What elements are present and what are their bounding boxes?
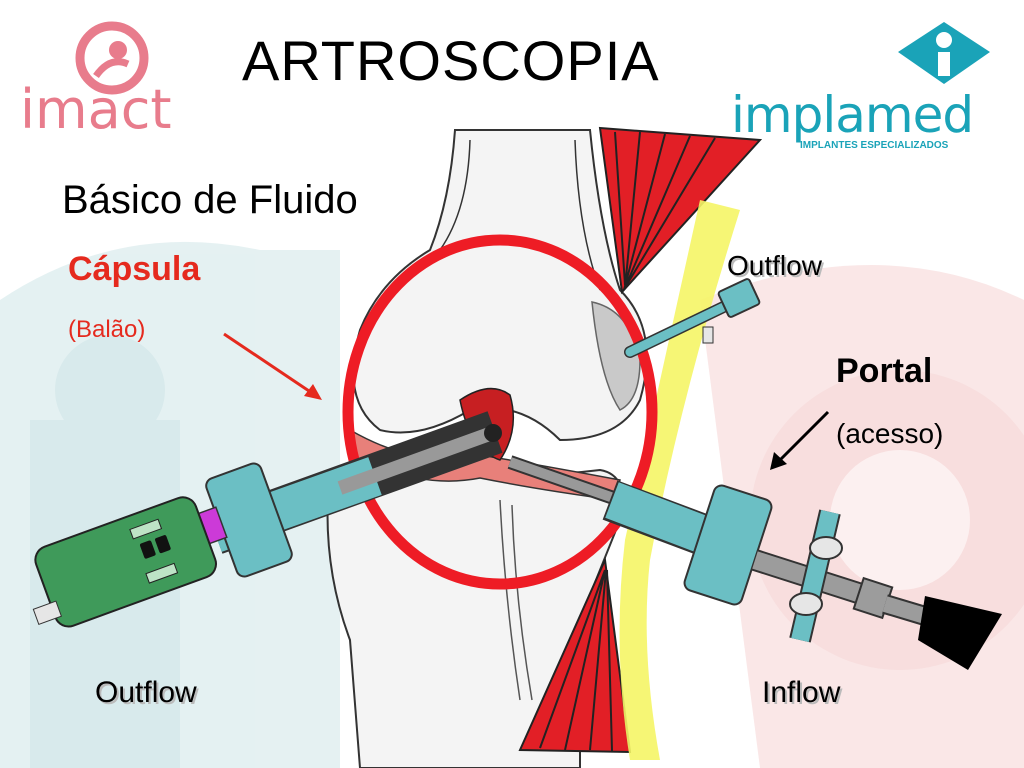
capsule-ring <box>342 234 658 590</box>
arthroscope-left <box>194 411 503 578</box>
outflow-cannula-top <box>624 278 761 358</box>
inflow-cannula <box>507 455 1002 670</box>
label-portal: Portal <box>836 352 933 390</box>
slide-title: ARTROSCOPIA <box>242 29 660 92</box>
slide-subtitle: Básico de Fluido <box>62 178 358 222</box>
label-capsula: Cápsula <box>68 250 201 288</box>
imact-logo-text: imact <box>20 78 172 141</box>
watermark-shapes <box>0 241 1024 768</box>
label-balao: (Balão) <box>68 316 146 343</box>
label-outflow-bottom: Outflow <box>95 676 197 709</box>
label-inflow: Inflow <box>762 676 841 709</box>
implamed-tagline: IMPLANTES ESPECIALIZADOS <box>800 140 949 151</box>
implamed-logo-text: implamed <box>731 86 974 144</box>
capsula-arrow <box>223 332 322 400</box>
label-outflow-top: Outflow <box>727 250 822 281</box>
camera-handle <box>32 496 217 628</box>
implamed-logo-icon <box>898 22 990 84</box>
imact-logo-icon <box>75 21 149 95</box>
portal-arrow <box>770 410 830 470</box>
label-acesso: (acesso) <box>836 418 944 449</box>
